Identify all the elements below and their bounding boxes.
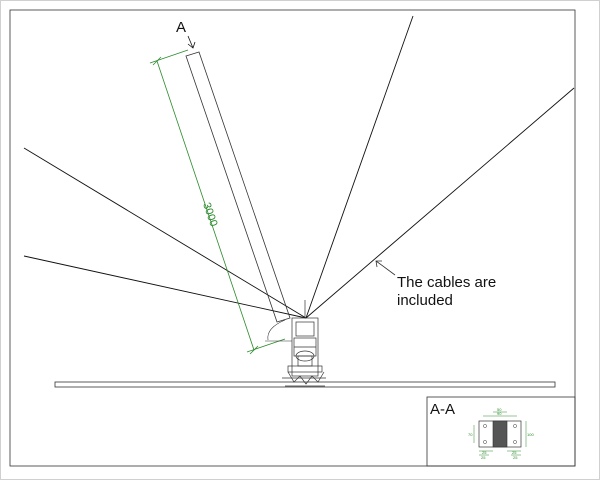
svg-text:25: 25 [481, 455, 486, 460]
section-view-title: A-A [430, 401, 455, 418]
cable-left-lower [23, 255, 307, 319]
cable-right-lower [305, 87, 575, 319]
svg-text:50: 50 [497, 407, 502, 412]
angle-arc [267, 319, 286, 341]
length-dimension [149, 49, 286, 355]
svg-text:25: 25 [512, 450, 517, 455]
blade-tilted [185, 51, 291, 323]
section-marker-label: A [176, 19, 186, 36]
note-leader [375, 260, 396, 276]
note-line-2: included [397, 292, 453, 309]
note-line-1: The cables are [397, 274, 496, 291]
cables [23, 15, 575, 319]
svg-text:70: 70 [468, 432, 473, 437]
cable-right-upper [305, 15, 414, 319]
motor-assembly [282, 300, 326, 387]
length-dimension-label: 3000 [200, 201, 219, 228]
section-detail: 50 90 70 100 25 25 25 25 [468, 407, 534, 460]
section-marker-arrow [187, 35, 196, 49]
svg-text:25: 25 [482, 450, 487, 455]
svg-text:25: 25 [513, 455, 518, 460]
svg-text:100: 100 [527, 432, 534, 437]
blade-horizontal [54, 381, 556, 388]
cable-left-upper [23, 147, 307, 319]
svg-text:90: 90 [497, 411, 502, 416]
inner-frame [9, 9, 576, 467]
section-view-frame [426, 396, 576, 467]
